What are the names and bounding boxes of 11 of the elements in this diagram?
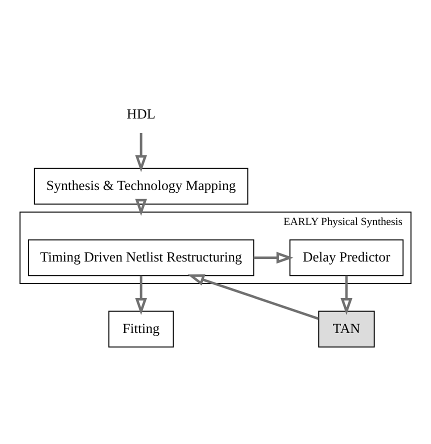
- arrow: [135, 276, 147, 315]
- arrow: [340, 276, 352, 315]
- arrow: [135, 133, 147, 172]
- node-box: Timing Driven Netlist Restructuring: [28, 239, 254, 276]
- arrow: [254, 252, 294, 264]
- node-box: Delay Predictor: [289, 239, 404, 276]
- node-text: HDL: [126, 108, 156, 122]
- arrow: [188, 274, 319, 320]
- node-box: Fitting: [108, 310, 174, 348]
- node-box: TAN: [318, 310, 375, 348]
- arrow: [135, 198, 147, 216]
